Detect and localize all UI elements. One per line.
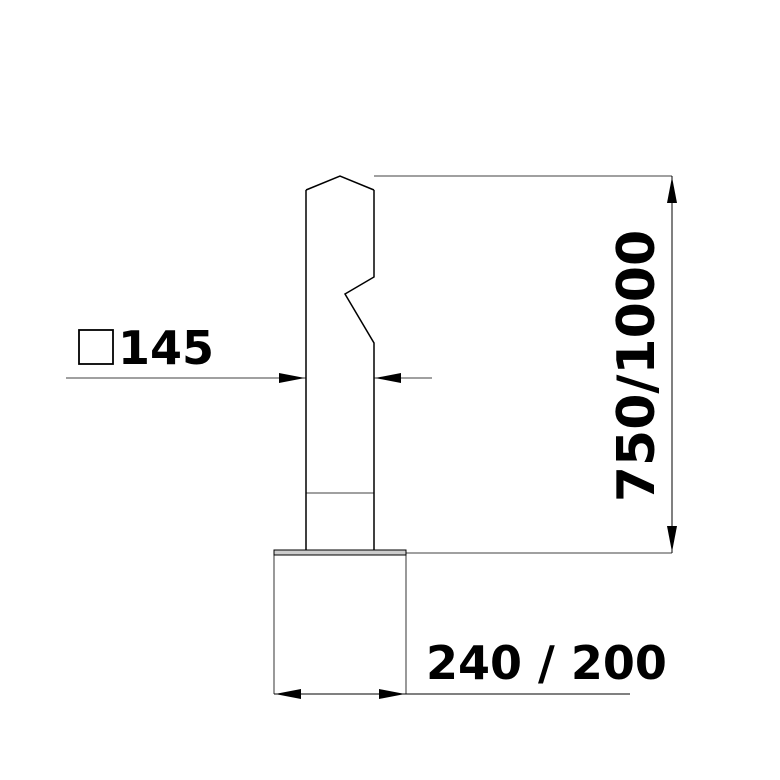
section-dimension: 145 <box>66 321 432 383</box>
base-label: 240 / 200 <box>426 636 667 690</box>
bollard-right-edge-notch <box>343 190 375 553</box>
section-label: 145 <box>118 321 214 375</box>
height-label: 750/1000 <box>607 230 667 502</box>
base-plate <box>273 549 407 556</box>
section-arrow-left-icon <box>279 373 305 383</box>
height-dimension: 750/1000 <box>374 175 677 554</box>
height-arrow-bottom-icon <box>667 526 677 552</box>
base-arrow-right-icon <box>379 689 405 699</box>
bollard-post <box>305 175 375 553</box>
base-dimension: 240 / 200 <box>274 636 667 699</box>
square-section-icon <box>78 329 114 365</box>
height-arrow-top-icon <box>667 177 677 203</box>
foundation <box>273 555 407 694</box>
bollard-cap <box>305 175 375 191</box>
section-arrow-right-icon <box>375 373 401 383</box>
base-arrow-left-icon <box>275 689 301 699</box>
